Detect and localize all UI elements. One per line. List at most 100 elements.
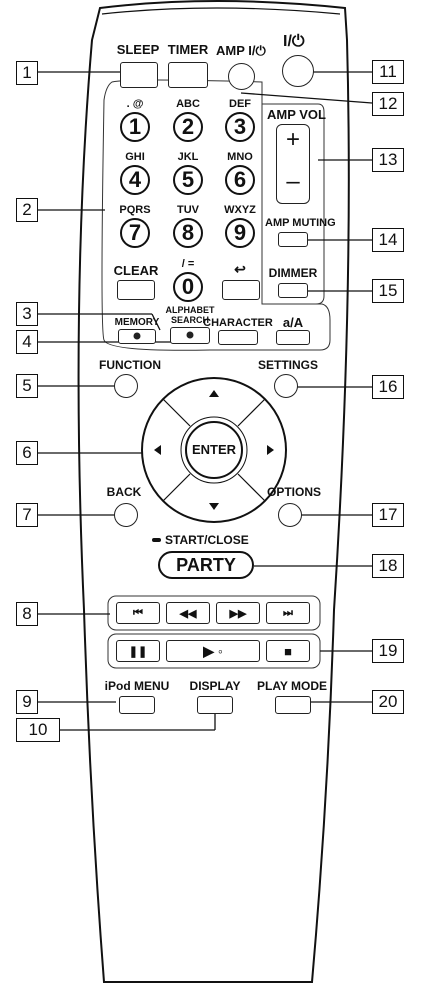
callout-3: 3 xyxy=(16,302,38,326)
digit-9-letters: WXYZ xyxy=(224,204,256,216)
rewind-button[interactable]: ◀◀ xyxy=(166,602,210,624)
back-button[interactable] xyxy=(114,503,138,527)
fast-forward-icon: ▶▶ xyxy=(229,607,247,620)
stop-button[interactable]: ■ xyxy=(266,640,310,662)
clear-button[interactable] xyxy=(117,280,155,300)
display-label: DISPLAY xyxy=(189,679,241,693)
function-label: FUNCTION xyxy=(99,358,161,372)
fast-forward-button[interactable]: ▶▶ xyxy=(216,602,260,624)
digit-1-button[interactable]: 1 xyxy=(120,112,150,142)
digit-9-button[interactable]: 9 xyxy=(225,218,255,248)
callout-12: 12 xyxy=(372,92,404,116)
digit-8-button[interactable]: 8 xyxy=(173,218,203,248)
amp-vol-label: AMP VOL xyxy=(267,107,326,122)
settings-label: SETTINGS xyxy=(257,358,319,372)
callout-9: 9 xyxy=(16,690,38,714)
character-button[interactable] xyxy=(218,330,258,345)
amp-power-button[interactable] xyxy=(228,63,255,90)
settings-button[interactable] xyxy=(274,374,298,398)
digit-4-button[interactable]: 4 xyxy=(120,165,150,195)
digit-7-button[interactable]: 7 xyxy=(120,218,150,248)
callout-1: 1 xyxy=(16,61,38,85)
dimmer-button[interactable] xyxy=(278,283,308,298)
digit-5-button[interactable]: 5 xyxy=(173,165,203,195)
case-label: a/A xyxy=(282,315,304,330)
power-button[interactable] xyxy=(282,55,314,87)
digit-8-letters: TUV xyxy=(177,204,199,216)
alphabet-search-label-1: ALPHABET xyxy=(165,305,215,315)
next-icon: ⏭ xyxy=(283,606,293,619)
start-close-label: START/CLOSE xyxy=(165,533,249,547)
callout-10: 10 xyxy=(16,718,60,742)
amp-power-label: AMP I/⏻ xyxy=(216,43,266,58)
digit-0-button[interactable]: 0 xyxy=(173,272,203,302)
play-mode-button[interactable] xyxy=(275,696,311,714)
amp-vol-rocker[interactable] xyxy=(276,124,310,204)
party-button[interactable]: PARTY xyxy=(158,551,254,579)
next-track-button[interactable]: ⏭ xyxy=(266,602,310,624)
memory-label: MEMORY xyxy=(114,317,160,328)
callout-18: 18 xyxy=(372,554,404,578)
digit-2-letters: ABC xyxy=(176,98,200,110)
pause-button[interactable]: ❚❚ xyxy=(116,640,160,662)
vol-plus-icon: + xyxy=(285,126,301,153)
rewind-icon: ◀◀ xyxy=(179,607,197,620)
return-icon: ↩ xyxy=(234,261,246,277)
callout-4: 4 xyxy=(16,330,38,354)
digit-0-letters: / = xyxy=(181,258,195,270)
character-label: CHARACTER xyxy=(203,317,273,329)
digit-4-letters: GHI xyxy=(125,151,145,163)
callout-13: 13 xyxy=(372,148,404,172)
memory-dot-icon xyxy=(133,332,141,340)
up-button[interactable] xyxy=(194,380,234,408)
callout-15: 15 xyxy=(372,279,404,303)
timer-button[interactable] xyxy=(168,62,208,88)
callout-5: 5 xyxy=(16,374,38,398)
amp-muting-button[interactable] xyxy=(278,232,308,247)
power-label: I/⏻ xyxy=(283,33,305,50)
options-button[interactable] xyxy=(278,503,302,527)
prev-track-button[interactable]: ⏮ xyxy=(116,602,160,624)
play-mode-label: PLAY MODE xyxy=(256,679,328,693)
dimmer-label: DIMMER xyxy=(268,266,318,280)
down-button[interactable] xyxy=(194,492,234,520)
prev-icon: ⏮ xyxy=(133,606,143,619)
ipod-menu-button[interactable] xyxy=(119,696,155,714)
digit-6-letters: MNO xyxy=(227,151,253,163)
amp-muting-label: AMP MUTING xyxy=(265,217,336,229)
sleep-button[interactable] xyxy=(120,62,158,88)
left-button[interactable] xyxy=(144,430,172,470)
digit-3-letters: DEF xyxy=(229,98,251,110)
digit-3-button[interactable]: 3 xyxy=(225,112,255,142)
stop-icon: ■ xyxy=(284,643,292,659)
callout-8: 8 xyxy=(16,602,38,626)
digit-6-button[interactable]: 6 xyxy=(225,165,255,195)
digit-5-letters: JKL xyxy=(177,151,199,163)
options-label: OPTIONS xyxy=(266,485,322,499)
callout-16: 16 xyxy=(372,375,404,399)
alphabet-search-dot-icon xyxy=(186,331,194,339)
digit-7-letters: PQRS xyxy=(119,204,151,216)
callout-14: 14 xyxy=(372,228,404,252)
alphabet-search-label-2: SEARCH xyxy=(170,315,210,325)
callout-17: 17 xyxy=(372,503,404,527)
enter-button[interactable]: ENTER xyxy=(191,442,237,457)
digit-2-button[interactable]: 2 xyxy=(173,112,203,142)
callout-6: 6 xyxy=(16,441,38,465)
return-button[interactable] xyxy=(222,280,260,300)
case-button[interactable] xyxy=(276,330,310,345)
callout-11: 11 xyxy=(372,60,404,84)
play-icon: ▶ ◦ xyxy=(203,642,223,659)
vol-minus-icon: – xyxy=(286,168,300,195)
function-button[interactable] xyxy=(114,374,138,398)
callout-20: 20 xyxy=(372,690,404,714)
play-button[interactable]: ▶ ◦ xyxy=(166,640,260,662)
clear-label: CLEAR xyxy=(113,263,159,278)
display-button[interactable] xyxy=(197,696,233,714)
right-button[interactable] xyxy=(256,430,284,470)
pause-icon: ❚❚ xyxy=(128,645,148,658)
callout-19: 19 xyxy=(372,639,404,663)
start-close-dash-icon xyxy=(152,538,161,542)
back-label: BACK xyxy=(106,485,142,499)
ipod-menu-label: iPod MENU xyxy=(104,679,170,693)
